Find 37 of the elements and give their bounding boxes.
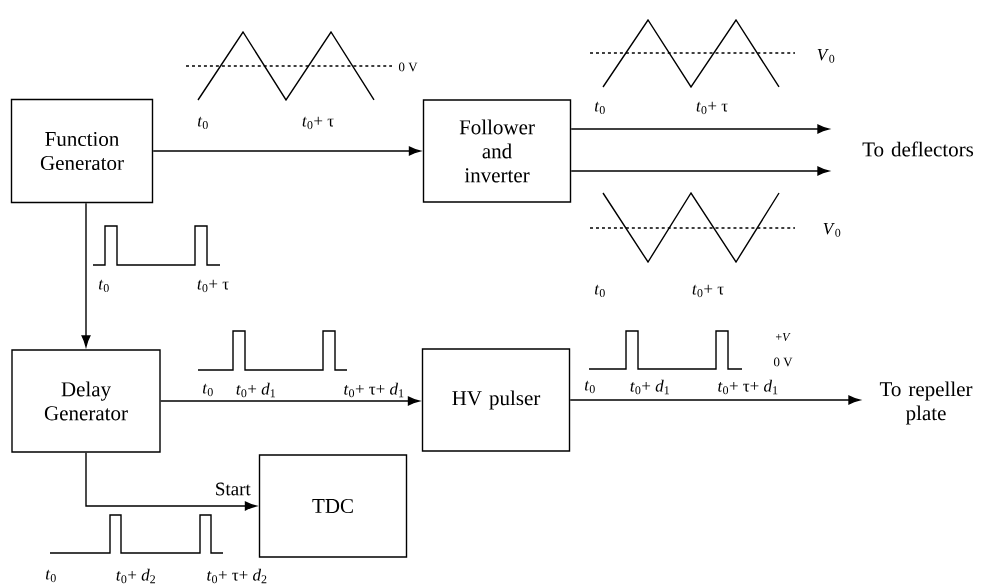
waveform-label: t$_{0}$+ τ+ d$_{2}$ (207, 568, 267, 584)
edge-label: Start (213, 481, 252, 497)
waveform-label: 0 V (773, 357, 793, 367)
waveform-label: t$_{0}$+ d$_{1}$ (236, 382, 275, 398)
waveform-label: t$_{0}$+ d$_{2}$ (116, 568, 155, 584)
waveform-label: t$_{0}$ (585, 380, 595, 394)
arrow (570, 166, 829, 176)
waveform-label: t$_{0}$ (595, 284, 605, 298)
process-box: HV pulser (421, 348, 571, 452)
arrow (85, 452, 257, 511)
waveform-label: 0 V (398, 62, 418, 72)
waveform-label: t$_{0}$+ τ (692, 284, 724, 298)
waveform-label: t$_{0}$ (595, 101, 605, 115)
waveform-label: t$_{0}$ (198, 116, 208, 130)
waveform-label: t$_{0}$+ d$_{1}$ (630, 379, 669, 395)
waveform-label: t$_{0}$+ τ+ d$_{1}$ (344, 382, 404, 398)
waveform-label: t$_{0}$ (46, 569, 56, 583)
waveform-label: t$_{0}$+ τ+ d$_{1}$ (718, 379, 778, 395)
waveform-label: V$_{0}$ (823, 223, 841, 237)
arrow (160, 396, 420, 406)
arrow (570, 124, 829, 134)
output-label: To deflectors (862, 141, 974, 157)
process-box: Delay Generator (11, 349, 161, 453)
process-box: TDC (258, 454, 408, 558)
arrow (81, 202, 91, 347)
process-box: Follower and inverter (422, 99, 572, 203)
waveform-label: t$_{0}$ (203, 383, 213, 397)
arrow (152, 146, 421, 156)
arrow (569, 395, 860, 405)
waveform-label: t$_{0}$+ τ (197, 279, 229, 293)
waveform-label: t$_{0}$ (99, 279, 109, 293)
process-box: Function Generator (10, 98, 154, 204)
waveform-label: t$_{0}$+ τ (696, 101, 728, 115)
waveform-label: V$_{0}$ (817, 49, 835, 63)
output-label: To repeller plate (879, 381, 973, 425)
waveform-label: t$_{0}$+ τ (302, 116, 334, 130)
waveform-label: +V (776, 333, 791, 341)
